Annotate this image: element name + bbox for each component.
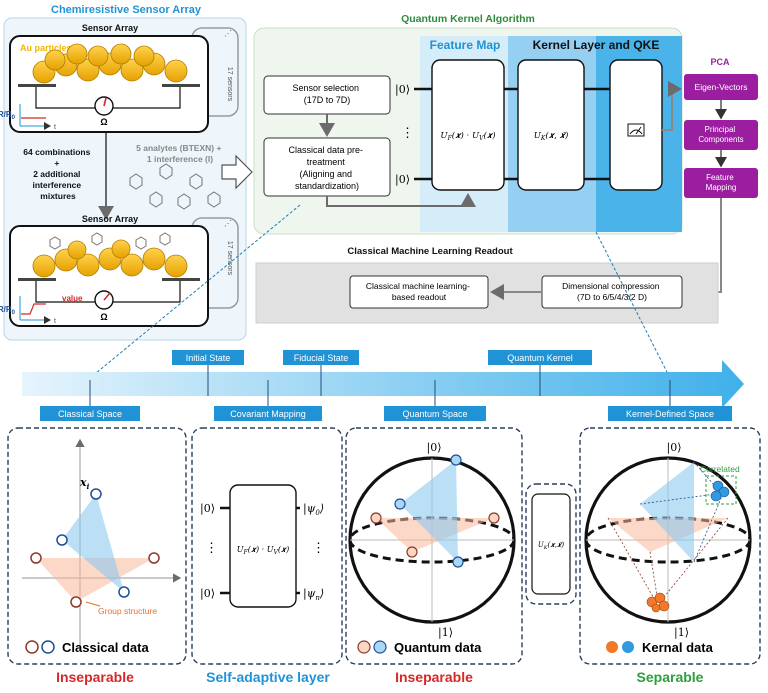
delta-r-bottom: ΔR/R0 [0, 305, 16, 316]
tag-initial-state [172, 350, 244, 365]
ohm-symbol-bottom: Ω [100, 312, 107, 322]
pca-title: PCA [710, 57, 730, 67]
uk-gate [517, 59, 585, 191]
eigen-vectors-text: Eigen-Vectors [695, 82, 748, 92]
classical-space-panel: xi Group structure Classical data [7, 427, 187, 665]
timeline-arrow [22, 360, 744, 408]
sensor-array-top: Sensor Array Au particles 17 sensors ⋰ Ω [0, 23, 239, 133]
tag-fiducial-state [283, 350, 359, 365]
dots-cov-left: ⋮ [205, 540, 218, 555]
footer-self-adaptive: Self-adaptive layer [206, 669, 330, 685]
cml-title: Classical Machine Learning Readout [347, 246, 513, 257]
kernel-gate-panel: UK(𝒙,𝒙̃) [525, 483, 577, 605]
t-label-bottom: t [54, 318, 56, 325]
au-particles-bottom [32, 239, 188, 278]
feature-mapping-text: Feature Mapping [706, 173, 737, 192]
uk-gate-label: UK(𝒙, 𝒙̃) [534, 130, 569, 142]
feature-mapping-box [684, 168, 758, 198]
tag-kernel-defined-space-text: Kernel-Defined Space [626, 409, 714, 419]
footer-separable: Separable [637, 669, 704, 685]
kernal-data-label: Kernal data [642, 640, 714, 655]
tag-quantum-space-text: Quantum Space [402, 409, 467, 419]
tag-classical-space [40, 406, 140, 421]
sensor-array-bottom: Sensor Array 17 sensors ⋰ Ω [0, 214, 239, 327]
t-label-top: t [54, 124, 56, 131]
orange-cluster [646, 592, 670, 613]
combinations-text: 64 combinations + 2 additional interfere… [23, 147, 92, 201]
readout-box [349, 275, 489, 309]
psin-label: |ψn⟩ [303, 587, 324, 602]
sensor-selection-text: Sensor selection (17D to 7D) [292, 83, 361, 105]
footer-labels: Inseparable Self-adaptive layer Insepara… [56, 669, 704, 685]
correlated-label: Correlated [700, 464, 740, 474]
eigen-vectors-box [684, 74, 758, 100]
ket0-bloch-quantum: |0⟩ [427, 441, 442, 455]
principal-components-text: Principal Components [698, 125, 743, 144]
ket1-bloch-quantum: |1⟩ [438, 626, 453, 640]
sensor-array-top-label: Sensor Array [82, 23, 138, 33]
value-label: value [62, 294, 83, 303]
sensors-count-bottom: 17 sensors [226, 241, 233, 276]
delta-r-top: ΔR/R0 [0, 110, 16, 121]
pretreatment-text: Classical data pre- treatment (Aligning … [288, 145, 365, 191]
ket0-bottom-qka: |0⟩ [395, 173, 410, 187]
dim-compression-text: Dimensional compression (7D to 6/5/4/3/2… [562, 281, 662, 302]
footer-inseparable-1: Inseparable [56, 669, 134, 685]
tag-quantum-kernel [488, 350, 592, 365]
tag-classical-space-text: Classical Space [58, 409, 122, 419]
dots-qka: ⋮ [401, 125, 414, 140]
tag-quantum-kernel-text: Quantum Kernel [507, 353, 573, 363]
tag-covariant-mapping-text: Covariant Mapping [230, 409, 306, 419]
tag-covariant-mapping [214, 406, 322, 421]
flow-arrow-icon [221, 154, 253, 190]
xi-label: xi [79, 476, 90, 491]
dots-top: ⋰ [224, 29, 232, 38]
sensors-count-top: 17 sensors [226, 67, 233, 102]
sensor-panel: Chemiresistive Sensor Array Sensor Array… [0, 4, 247, 341]
sensor-panel-title: Chemiresistive Sensor Array [51, 4, 202, 16]
covariant-mapping-panel: |0⟩ ⋮ |0⟩ UF(𝒙) · UV(𝒙) |ψ0⟩ ⋮ |ψn⟩ [191, 427, 343, 665]
psi0-label: |ψ0⟩ [303, 502, 324, 517]
tag-kernel-defined-space [608, 406, 732, 421]
dots-bottom: ⋰ [224, 219, 232, 228]
ket0-cov-bottom: |0⟩ [200, 587, 215, 601]
group-structure-label: Group structure [98, 606, 157, 616]
kernel-layer-label: Kernel Layer and QKE [533, 38, 660, 52]
correlated-box [705, 475, 737, 505]
ket0-top-qka: |0⟩ [395, 83, 410, 97]
qka-title: Quantum Kernel Algorithm [401, 13, 535, 25]
uf-gate-cov-label: UF(𝒙) · UV(𝒙) [237, 545, 289, 556]
tag-initial-state-text: Initial State [186, 353, 231, 363]
principal-components-box [684, 120, 758, 150]
uf-gate-cov [229, 484, 297, 608]
feature-map-label: Feature Map [430, 38, 501, 52]
tag-quantum-space [384, 406, 486, 421]
au-particles-top [32, 43, 188, 84]
uf-gate [431, 59, 505, 191]
kernel-defined-space-panel: Correlated |0⟩ |1⟩ Kernal data [579, 427, 761, 665]
classical-data-label: Classical data [62, 640, 149, 655]
readout-text: Classical machine learning- based readou… [366, 281, 472, 302]
ohm-symbol-top: Ω [100, 117, 107, 127]
ket0-cov-top: |0⟩ [200, 502, 215, 516]
uk-gate-panel [531, 493, 571, 595]
blue-cluster [710, 480, 730, 502]
quantum-space-panel: |0⟩ |1⟩ Quantum data [345, 427, 523, 665]
qka-panel: Quantum Kernel Algorithm Feature Map Ker… [253, 13, 683, 235]
timeline: Initial State Fiducial State Quantum Ker… [22, 350, 744, 421]
sensor-array-bottom-label: Sensor Array [82, 214, 138, 224]
au-particles-label: Au particles [20, 43, 72, 53]
analytes-text: 5 analytes (BTEXN) + 1 interference (I) [136, 143, 224, 164]
dots-cov-right: ⋮ [312, 540, 325, 555]
cml-panel: Classical Machine Learning Readout Class… [255, 246, 719, 324]
quantum-data-label: Quantum data [394, 640, 482, 655]
pca-column: PCA Eigen-Vectors Principal Components F… [682, 57, 758, 300]
uk-gate-panel-label: UK(𝒙,𝒙̃) [538, 541, 565, 551]
ket0-bloch-kernel: |0⟩ [667, 441, 682, 455]
footer-inseparable-2: Inseparable [395, 669, 473, 685]
tag-fiducial-state-text: Fiducial State [294, 353, 349, 363]
ket1-bloch-kernel: |1⟩ [674, 626, 689, 640]
molecule-icons [129, 163, 221, 210]
